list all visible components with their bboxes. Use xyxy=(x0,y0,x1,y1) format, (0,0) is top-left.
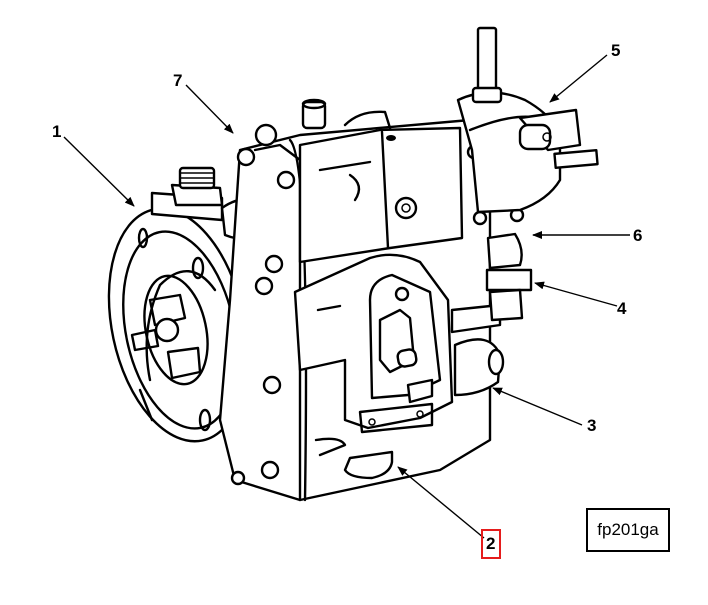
leader-7 xyxy=(185,84,234,134)
callout-leaders xyxy=(63,54,630,539)
callout-2: 2 xyxy=(486,534,496,553)
throttle-cover xyxy=(293,253,505,480)
governor-housing xyxy=(456,26,599,214)
callout-4: 4 xyxy=(617,299,627,318)
callout-1: 1 xyxy=(52,122,62,141)
leader-2 xyxy=(397,466,485,539)
leader-1 xyxy=(63,136,135,207)
callout-7: 7 xyxy=(173,71,183,90)
shutoff-valve xyxy=(485,207,533,322)
leader-4 xyxy=(534,281,618,307)
leader-5 xyxy=(549,54,608,103)
leader-3 xyxy=(492,387,583,426)
figure-id: fp201ga xyxy=(597,520,659,539)
callout-2-highlight xyxy=(481,529,501,559)
drive-flange xyxy=(107,207,249,443)
figure-id-box: fp201ga xyxy=(586,508,670,552)
bolts xyxy=(230,144,488,486)
callout-3: 3 xyxy=(587,416,597,435)
callout-6: 6 xyxy=(633,226,643,245)
callout-5: 5 xyxy=(611,41,621,60)
